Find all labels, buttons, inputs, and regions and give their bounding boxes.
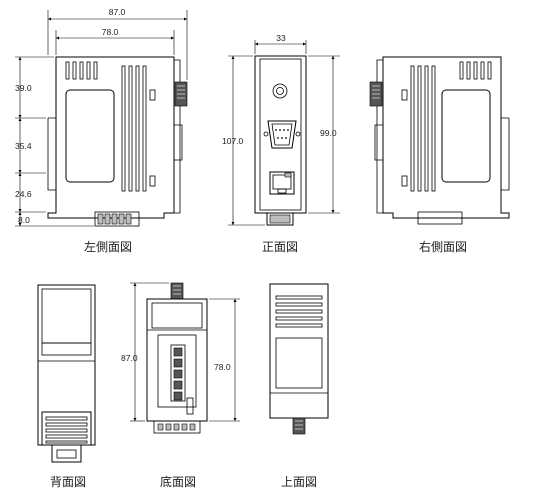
top-view <box>269 283 329 435</box>
caption-back-view: 背面図 <box>50 475 86 489</box>
dim-left-width-total: 87.0 <box>109 7 126 17</box>
back-view <box>37 284 96 463</box>
dim-front-height-total: 107.0 <box>222 136 244 146</box>
caption-front-view: 正面図 <box>262 240 298 254</box>
dim-front-width: 33 <box>276 33 286 43</box>
dim-left-width-body: 78.0 <box>102 27 119 37</box>
dim-front-height-body: 99.0 <box>320 128 337 138</box>
bottom-view <box>146 282 208 434</box>
caption-top-view: 上面図 <box>281 475 317 489</box>
caption-right-side-view: 右側面図 <box>419 239 467 254</box>
bottom-view-dimension-lines <box>130 282 240 422</box>
caption-bottom-view: 底面図 <box>160 474 196 489</box>
front-view-dimension-lines <box>228 40 340 226</box>
dim-bottom-height-body: 78.0 <box>214 362 231 372</box>
right-side-view <box>369 56 510 225</box>
caption-left-side-view: 左側面図 <box>84 239 132 254</box>
dim-left-h-foot: 8.0 <box>18 215 30 225</box>
left-side-view <box>47 56 188 227</box>
dim-left-h-mid: 35.4 <box>15 141 32 151</box>
dim-bottom-height-total: 87.0 <box>121 353 138 363</box>
left-view-dimension-lines <box>15 10 188 227</box>
front-view <box>254 55 307 226</box>
dim-left-h-low: 24.6 <box>15 189 32 199</box>
dim-left-h-top: 39.0 <box>15 83 32 93</box>
